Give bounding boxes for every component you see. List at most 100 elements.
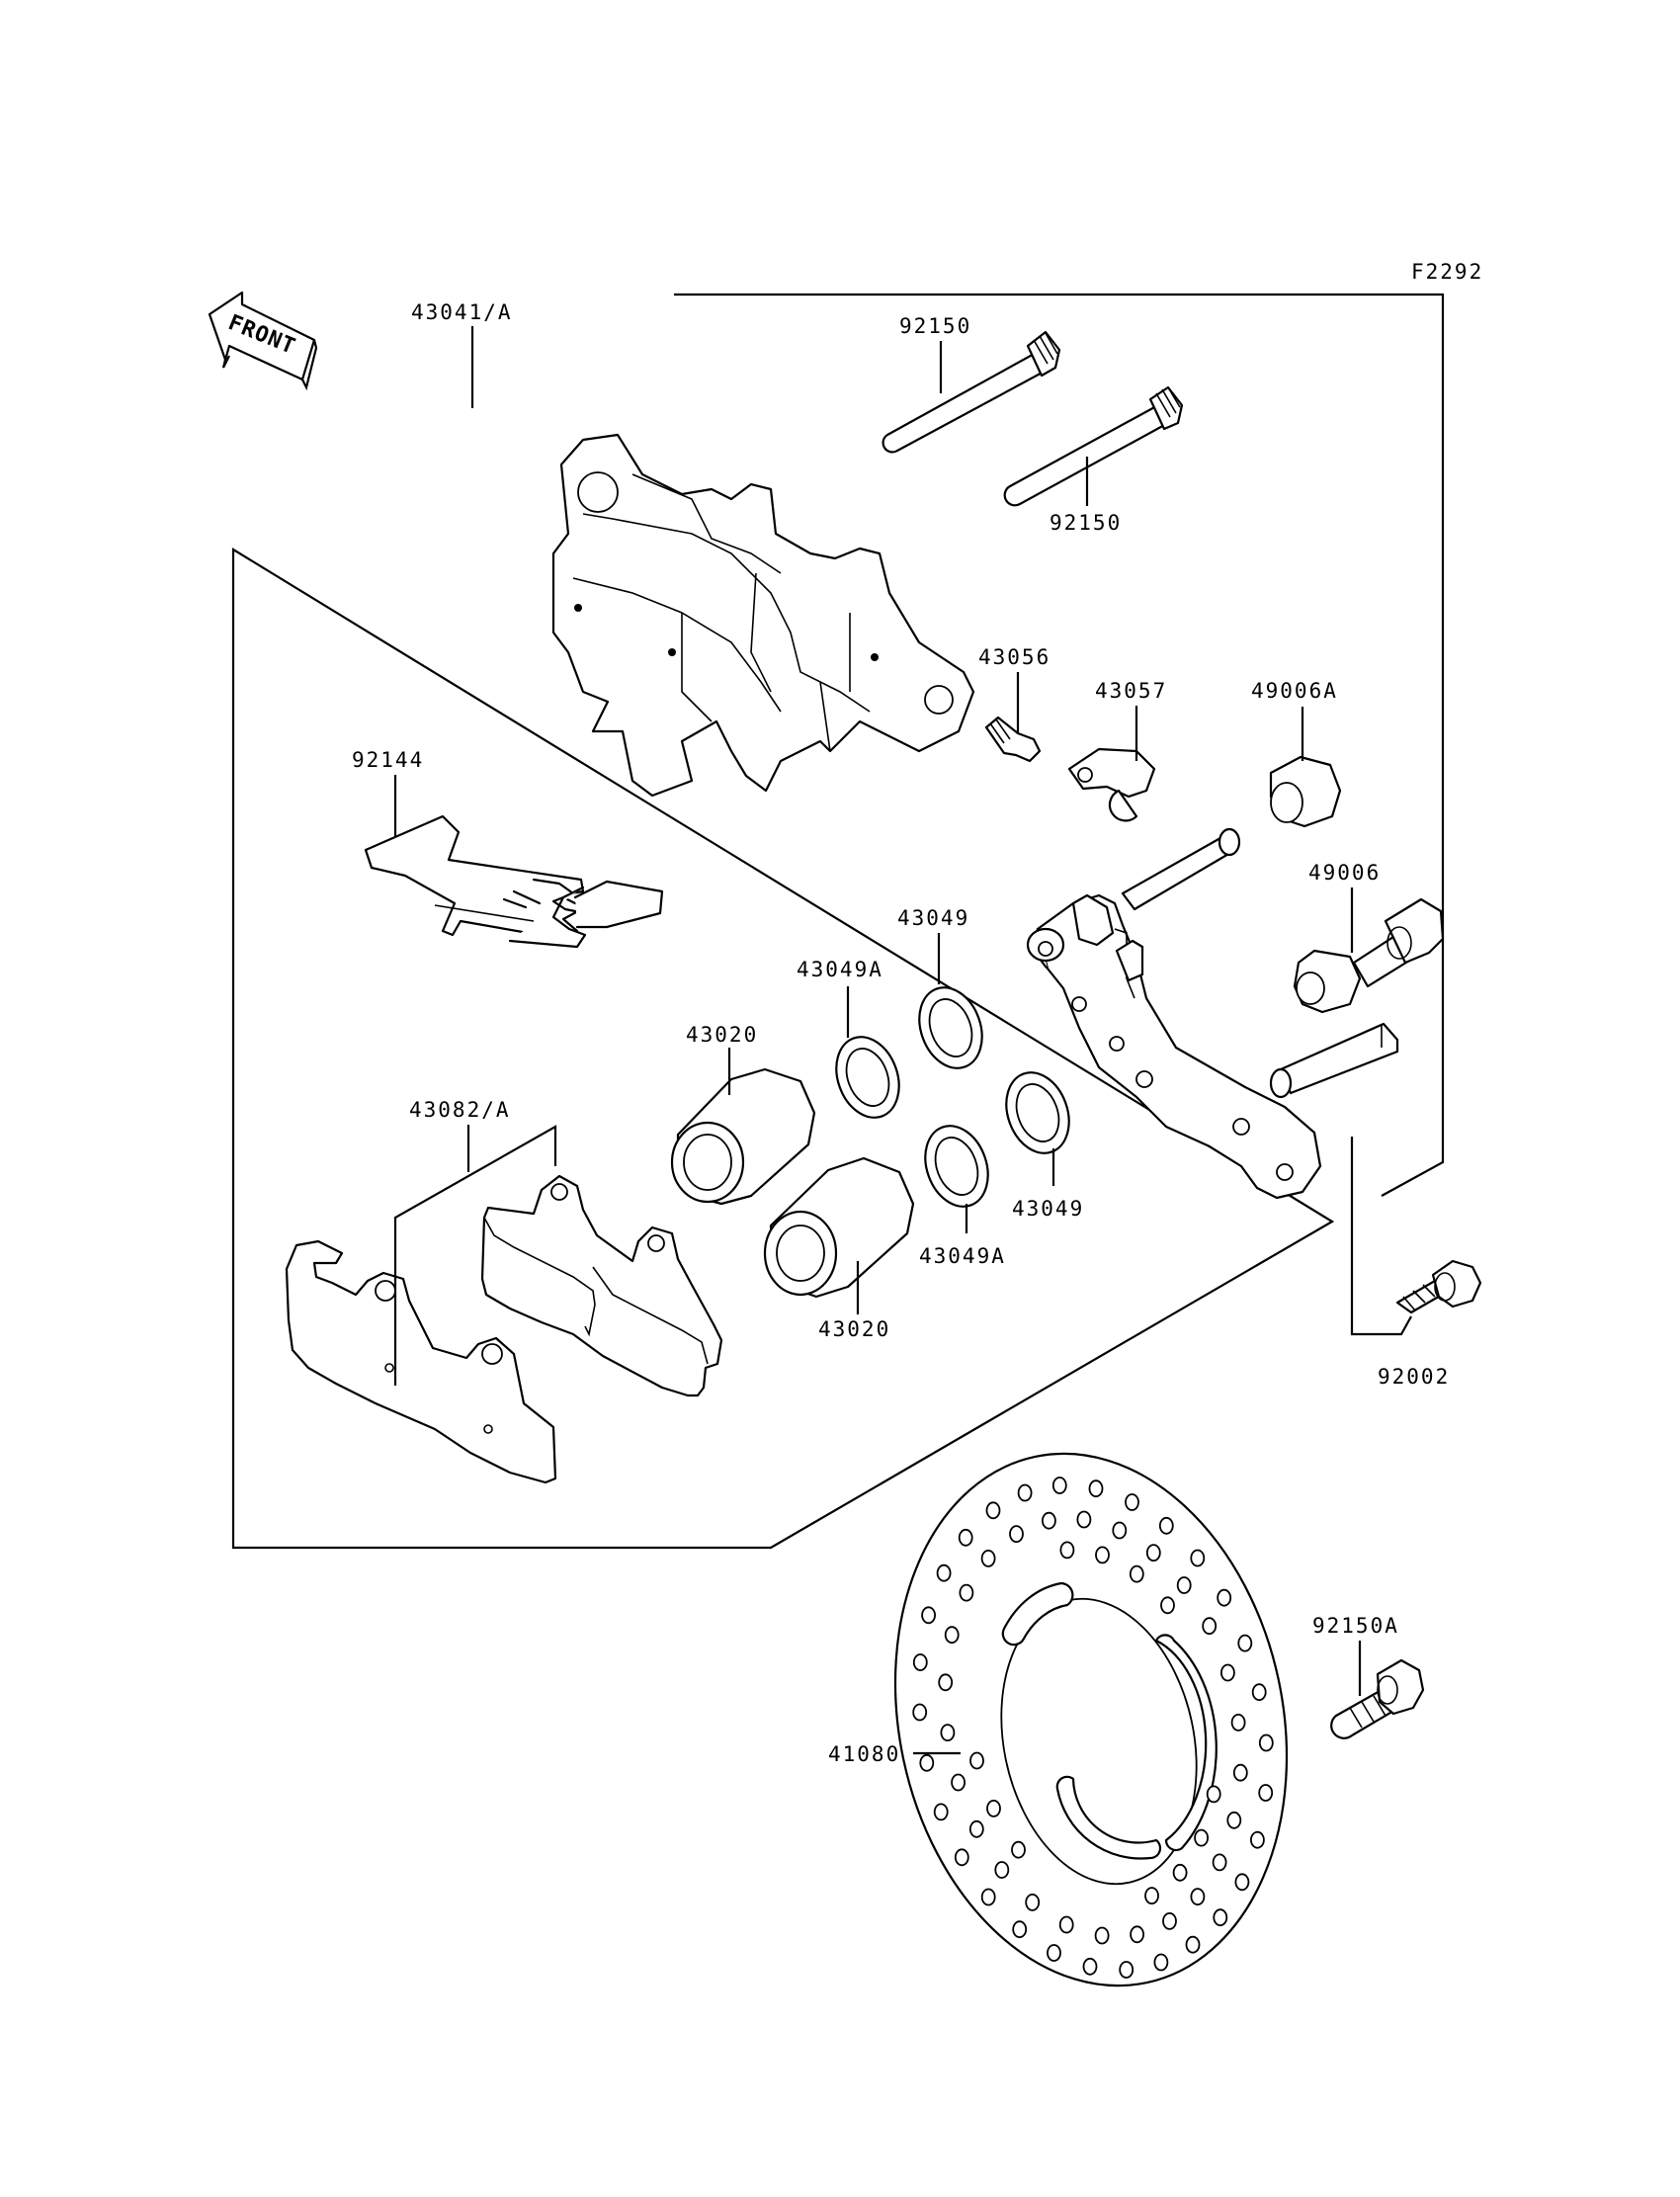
disc-hole — [986, 1800, 1001, 1817]
disc-hole — [938, 1673, 954, 1692]
disc-hole — [1160, 1596, 1175, 1615]
disc-hole — [980, 1550, 996, 1567]
disc-hole — [1025, 1894, 1041, 1911]
disc-hole — [1220, 1663, 1235, 1682]
piston-seal-lower — [924, 1125, 989, 1208]
disc-hole — [940, 1724, 956, 1741]
disc-hole — [968, 1819, 984, 1838]
disc-hole — [944, 1626, 960, 1645]
brake-pad-inner — [285, 1239, 557, 1484]
disc-hole — [969, 1751, 984, 1770]
disc-hole — [1194, 1828, 1209, 1847]
disc-hole — [1158, 1516, 1174, 1535]
bleed-valve — [984, 716, 1042, 763]
disc-hole — [994, 1861, 1010, 1879]
disc-hole — [1009, 1525, 1024, 1543]
bracket-bolt — [1395, 1259, 1482, 1314]
label-43041A: 43041/A — [411, 300, 513, 324]
disc-hole — [1012, 1920, 1028, 1939]
disc-hole — [921, 1606, 936, 1625]
disc-hole — [1250, 1830, 1265, 1849]
disc-hole — [912, 1703, 928, 1722]
disc-hole — [933, 1803, 949, 1821]
disc-hole — [959, 1583, 974, 1602]
disc-hole — [1130, 1925, 1144, 1944]
disc-hole — [954, 1848, 969, 1867]
label-92150-mid: 92150 — [1050, 511, 1122, 535]
disc-hole — [1119, 1961, 1134, 1979]
disc-hole — [1226, 1811, 1242, 1829]
label-49006A: 49006A — [1251, 679, 1338, 703]
disc-hole — [1206, 1785, 1221, 1804]
label-92150A: 92150A — [1312, 1614, 1399, 1638]
piston-upper — [670, 1067, 816, 1206]
disc-bolt — [1330, 1658, 1425, 1739]
disc-hole — [985, 1501, 1001, 1520]
disc-hole — [1042, 1511, 1056, 1530]
label-49006: 49006 — [1308, 861, 1381, 885]
disc-hole — [1212, 1853, 1227, 1872]
label-92150-top: 92150 — [899, 314, 971, 338]
disc-hole — [1258, 1784, 1274, 1802]
piston-lower — [763, 1156, 915, 1299]
disc-hole — [1058, 1915, 1074, 1934]
disc-hole — [1172, 1863, 1188, 1882]
disc-hole — [1230, 1714, 1246, 1732]
disc-hole — [1059, 1541, 1075, 1560]
label-43056: 43056 — [978, 645, 1050, 669]
disc-hole — [1258, 1733, 1274, 1752]
disc-hole — [951, 1773, 966, 1792]
disc-hole — [1185, 1935, 1201, 1954]
dust-seal-upper — [918, 986, 983, 1069]
label-92144: 92144 — [352, 748, 424, 772]
disc-hole — [980, 1888, 996, 1906]
brake-pad-outer — [480, 1174, 723, 1397]
caliper-body — [551, 433, 975, 798]
disc-hole — [1094, 1926, 1110, 1945]
disc-hole — [1076, 1510, 1092, 1529]
disc-hole — [1237, 1634, 1253, 1652]
disc-hole — [1129, 1564, 1144, 1583]
disc-hole — [958, 1528, 973, 1547]
slide-pin-lower — [1003, 385, 1184, 507]
disc-hole — [1217, 1588, 1232, 1607]
disc-hole — [1145, 1544, 1161, 1562]
disc-hole — [1125, 1493, 1139, 1511]
disc-hole — [1051, 1477, 1067, 1494]
disc-hole — [912, 1653, 928, 1671]
disc-hole — [1202, 1617, 1218, 1636]
caliper-kit-outline — [231, 293, 1445, 1550]
disc-hole — [919, 1753, 935, 1772]
disc-hole — [1190, 1549, 1206, 1567]
label-43020-bot: 43020 — [818, 1317, 890, 1341]
front-arrow-icon: FRONT — [208, 291, 318, 391]
disc-hole — [1251, 1683, 1267, 1702]
guide-pin-sleeve — [1293, 897, 1445, 1014]
label-43082A: 43082/A — [409, 1098, 511, 1122]
label-43057: 43057 — [1095, 679, 1167, 703]
label-43049-top: 43049 — [897, 906, 969, 930]
disc-hole — [1095, 1546, 1110, 1564]
disc-hole — [1162, 1912, 1177, 1930]
label-43049A-top: 43049A — [797, 958, 883, 981]
dust-seal-lower — [1005, 1071, 1070, 1154]
disc-hole — [1047, 1944, 1061, 1962]
disc-hole — [1112, 1521, 1128, 1540]
disc-hole — [1088, 1479, 1104, 1498]
label-43049A-bot: 43049A — [919, 1244, 1006, 1268]
disc-hole — [1234, 1873, 1250, 1892]
pad-spring — [364, 814, 664, 949]
dust-boot — [1269, 755, 1342, 828]
disc-hole — [1082, 1957, 1098, 1976]
disc-hole — [1190, 1888, 1206, 1905]
piston-seal-upper — [835, 1036, 900, 1119]
caliper-bracket — [1026, 827, 1399, 1200]
disc-hole — [1017, 1483, 1033, 1502]
disc-hole — [1176, 1576, 1192, 1594]
bleed-cap — [1067, 747, 1156, 822]
figure-code: F2292 — [1411, 260, 1483, 284]
disc-hole — [1153, 1953, 1169, 1972]
disc-hole — [1213, 1908, 1228, 1927]
brake-disc — [893, 1452, 1289, 1987]
